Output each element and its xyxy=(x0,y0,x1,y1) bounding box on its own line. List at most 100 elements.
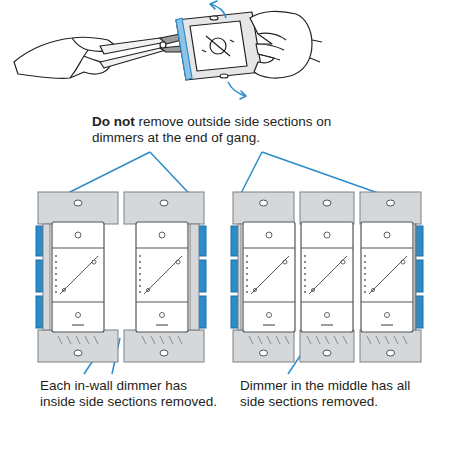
screw-hole xyxy=(387,200,395,206)
grille-slot xyxy=(325,336,329,344)
led-dot xyxy=(246,285,248,287)
dimmer xyxy=(231,192,295,362)
button-line xyxy=(136,302,188,303)
side-section xyxy=(199,296,206,328)
strap-tab xyxy=(300,192,354,224)
side-section xyxy=(231,296,238,328)
led-dot xyxy=(139,279,141,281)
side-section xyxy=(231,260,238,292)
led-dot xyxy=(364,273,366,275)
strap-tab xyxy=(124,330,204,362)
screw-hole xyxy=(160,200,168,206)
grille-slot xyxy=(403,336,407,344)
led-dot xyxy=(55,291,57,293)
side-section xyxy=(199,226,206,256)
led-dot xyxy=(304,291,306,293)
led-dot xyxy=(139,291,141,293)
led-dot xyxy=(246,267,248,269)
strap-side xyxy=(415,224,416,330)
grille-slot xyxy=(58,336,62,344)
caption-note: Each in-wall dimmer has inside side sect… xyxy=(40,378,217,409)
led-dot xyxy=(364,285,366,287)
warning-emphasis: Do not xyxy=(92,114,135,129)
strap-side xyxy=(238,224,241,330)
screw-hole xyxy=(74,200,82,206)
led-dot xyxy=(55,273,57,275)
icon xyxy=(160,313,165,318)
side-section xyxy=(416,226,423,256)
dimmer xyxy=(36,192,118,362)
rocker-line xyxy=(144,256,182,294)
dimmer-face xyxy=(243,222,295,332)
led-dot xyxy=(364,255,366,257)
led-dot xyxy=(139,261,141,263)
strap-tab xyxy=(360,330,421,362)
button-line xyxy=(243,248,295,249)
led-dot xyxy=(364,291,366,293)
icon xyxy=(75,232,81,238)
side-section xyxy=(36,226,43,256)
grille-slot xyxy=(307,336,311,344)
led-dot xyxy=(364,267,366,269)
led-dot xyxy=(55,261,57,263)
led-dot xyxy=(364,261,366,263)
side-section xyxy=(199,260,206,292)
side-section xyxy=(416,296,423,328)
motion-arrows xyxy=(210,1,246,99)
icon xyxy=(159,232,165,238)
rocker-line xyxy=(251,256,289,294)
grille-slot xyxy=(385,336,389,344)
dimmer-face xyxy=(361,222,413,332)
grille-slot xyxy=(334,336,338,344)
icon xyxy=(267,313,272,318)
side-section xyxy=(416,260,423,292)
led-dot xyxy=(304,279,306,281)
grille-slot xyxy=(85,336,89,344)
rocker-line xyxy=(309,256,347,294)
led-dot xyxy=(304,255,306,257)
logo-mark xyxy=(321,324,333,326)
led-dot xyxy=(246,273,248,275)
dimmer xyxy=(300,192,354,362)
strap-tab xyxy=(360,192,421,224)
strap-side xyxy=(43,224,50,330)
grille-slot xyxy=(142,336,146,344)
screw-hole xyxy=(260,350,268,356)
strap-side xyxy=(190,224,199,330)
led-dot xyxy=(55,255,57,257)
logo-mark xyxy=(263,324,275,326)
side-section xyxy=(231,226,238,256)
led-dot xyxy=(246,279,248,281)
hands-with-pliers xyxy=(14,11,322,80)
led-dot xyxy=(304,261,306,263)
dimmer-face xyxy=(52,222,104,332)
led-dot xyxy=(139,267,141,269)
icon xyxy=(372,289,375,292)
icon xyxy=(325,313,330,318)
grille-slot xyxy=(258,336,262,344)
led-dot xyxy=(304,273,306,275)
button-line xyxy=(361,302,413,303)
grille-slot xyxy=(394,336,398,344)
grille-slot xyxy=(367,336,371,344)
grille-slot xyxy=(343,336,347,344)
grille-slot xyxy=(316,336,320,344)
led-dot xyxy=(364,279,366,281)
button-line xyxy=(243,302,295,303)
grille-slot xyxy=(249,336,253,344)
icon xyxy=(254,289,257,292)
button-line xyxy=(52,248,104,249)
rocker-line xyxy=(60,256,98,294)
led-dot xyxy=(246,255,248,257)
led-dot xyxy=(139,255,141,257)
screw-hole xyxy=(260,200,268,206)
grille-slot xyxy=(267,336,271,344)
led-dot xyxy=(139,273,141,275)
grille-slot xyxy=(94,336,98,344)
icon xyxy=(63,289,66,292)
grille-slot xyxy=(151,336,155,344)
grille-slot xyxy=(285,336,289,344)
dimmer xyxy=(124,192,206,362)
strap-tab xyxy=(38,192,118,224)
side-section xyxy=(36,260,43,292)
